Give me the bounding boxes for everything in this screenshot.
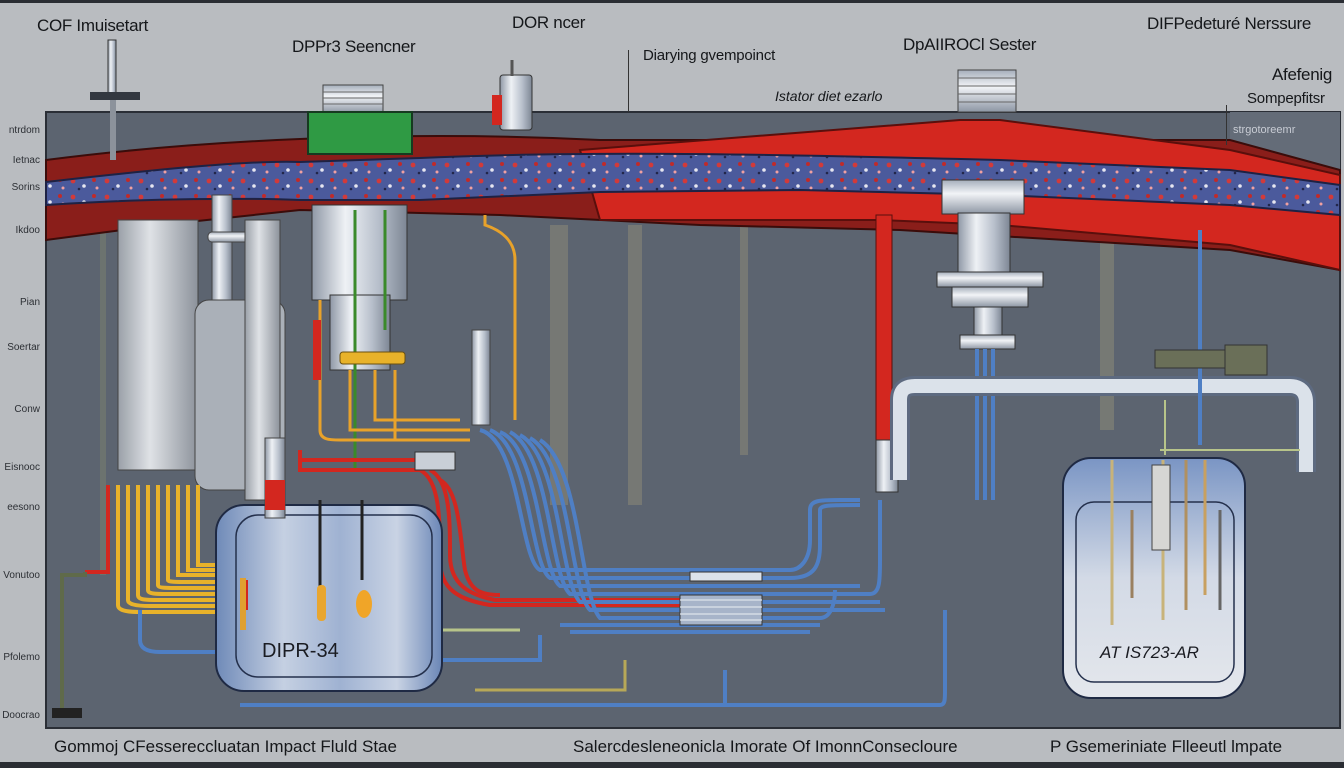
label-top-center: DOR ncer [512,13,586,32]
right-tank-label: AT IS723-AR [1100,643,1199,662]
label-right-1: Afefenig [1272,65,1332,84]
left-heater-element [317,585,326,621]
bottom-label-right: P Gsemeriniate Flleeutl lmpate [1050,737,1283,756]
center-valve [499,74,533,131]
piston-head [941,179,1025,215]
side-label: Sorins [11,182,40,193]
side-label: ntrdom [8,125,40,136]
label-right-2: Sompepfitsr [1247,90,1325,107]
side-label: Ietnac [12,155,40,166]
label-center: Diarying gvempoinct [643,47,776,64]
blue-pipe-bundle [479,428,885,634]
right-tank [1062,457,1246,699]
right-sensor-coil [957,69,1017,113]
side-label: Pian [19,297,40,308]
side-label: Conw [14,404,40,415]
side-label: Soertar [7,342,40,353]
red-riser-pipe [875,214,893,441]
bottom-border [0,762,1344,768]
leader-line [628,50,629,112]
actuator-rod [1154,349,1231,369]
top-border [0,0,1344,3]
label-center-sub: Istator diet ezarlo [775,88,883,104]
label-top-left: COF Imuisetart [37,16,149,35]
sensor-coil [322,84,384,114]
side-label: Vonutoo [3,570,40,581]
left-column [117,219,199,471]
left-tank-label: DIPR-34 [262,640,339,662]
label-inner-right: strgotoreemr [1233,124,1296,136]
label-top-right: DIFPedeturé Nerssure [1147,14,1312,33]
left-probe-base [90,92,140,100]
left-probe-stem [107,39,117,96]
label-sensor-right: DpAIIROCl Sester [903,35,1037,54]
bottom-label-left: Gommoj CFessereccluatan Impact Fluld Sta… [54,737,397,756]
bottom-label-center: Salercdesleneonicla Imorate Of ImonnCons… [573,737,958,756]
side-label: Eisnooc [4,462,40,473]
side-label: Pfolemo [3,652,40,663]
side-label: eesono [7,502,40,513]
center-sensor-pipe [311,204,408,301]
left-tank [215,504,443,692]
side-label: Ikdoo [15,225,40,236]
label-sensor-left: DPPr3 Seencner [292,37,416,56]
u-return-pipe [893,379,1313,480]
side-label: Doocrao [2,710,40,721]
left-bulb [356,590,372,618]
leader-line [1226,105,1227,145]
control-box [414,451,456,471]
green-sensor-housing [307,111,413,155]
pipe-clamp [689,571,763,582]
